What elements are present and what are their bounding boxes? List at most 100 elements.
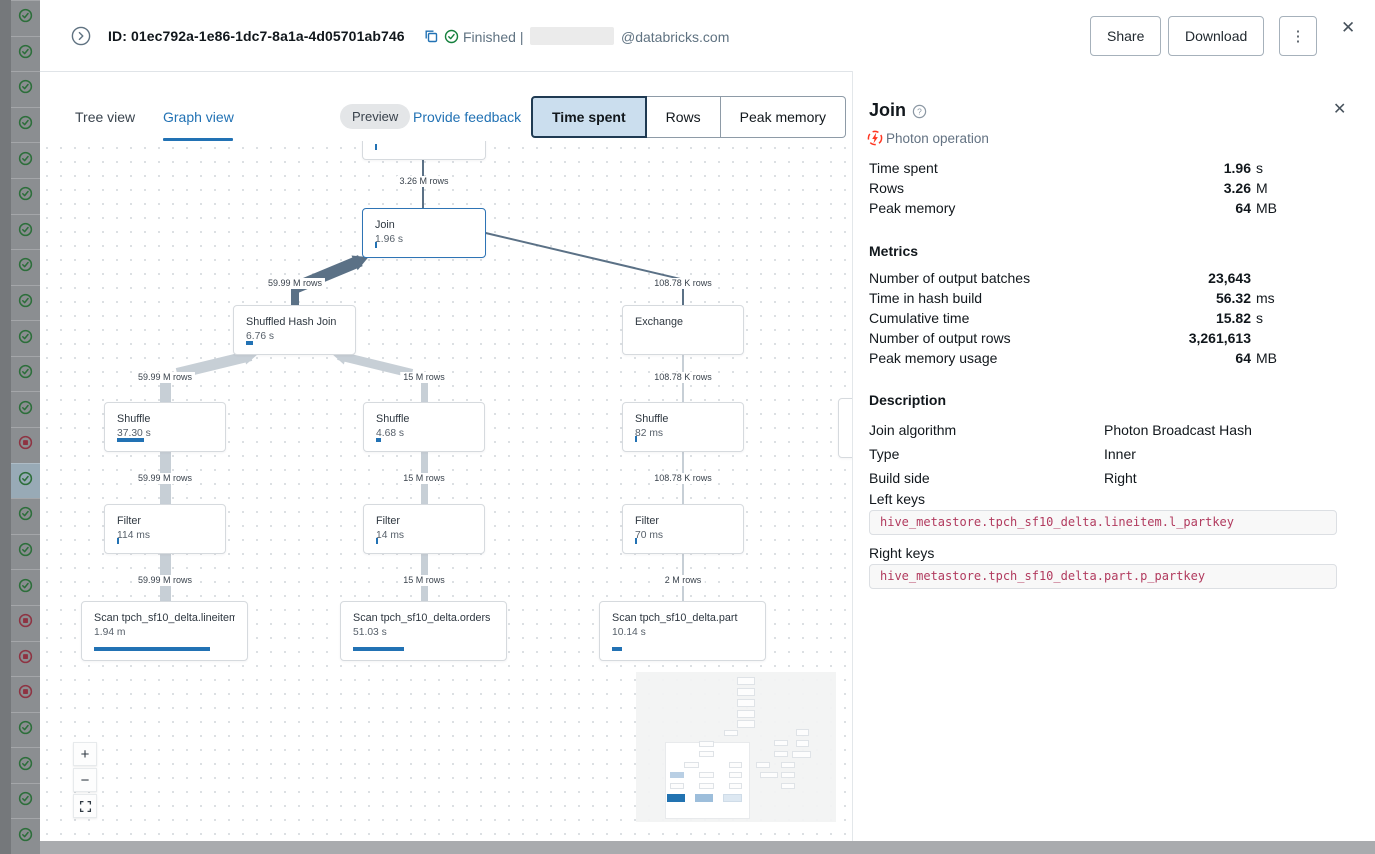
fullscreen-button[interactable] [73, 794, 97, 818]
graph-node-time: 70 ms [635, 530, 664, 541]
description-label: Type [869, 446, 900, 462]
expand-chevron-icon[interactable] [71, 26, 91, 46]
metric-row-label: Time in hash build [869, 290, 983, 306]
copy-icon[interactable] [423, 28, 439, 44]
cancelled-icon [18, 435, 33, 455]
graph-node-title: Scan tpch_sf10_delta.lineitem [94, 612, 235, 624]
minimap-node [796, 729, 809, 736]
success-icon [18, 542, 33, 562]
help-icon[interactable]: ? [912, 104, 927, 119]
metric-toggle-peak-memory[interactable]: Peak memory [720, 96, 847, 138]
metric-toggle-time-spent[interactable]: Time spent [531, 96, 647, 138]
minimap-node [729, 762, 742, 768]
graph-node-exchange[interactable]: Exchange [622, 305, 744, 355]
minimap[interactable] [636, 672, 836, 822]
query-history-row[interactable] [11, 818, 40, 854]
minimap-node [781, 762, 795, 768]
photon-operation: Photon operation [867, 130, 989, 146]
provide-feedback-link[interactable]: Provide feedback [413, 109, 522, 125]
success-icon [18, 827, 33, 847]
description-label: Join algorithm [869, 422, 957, 438]
description-row: Type Inner [869, 442, 1337, 466]
graph-node-partial-right[interactable] [838, 398, 852, 458]
minimap-node [737, 699, 755, 707]
query-history-row[interactable] [11, 71, 40, 107]
graph-node-partial-top[interactable] [362, 141, 486, 160]
query-history-row[interactable] [11, 427, 40, 463]
graph-node-title: Shuffle [117, 413, 151, 425]
metric-toggle-rows[interactable]: Rows [646, 96, 721, 138]
minimap-node [737, 720, 755, 728]
left-keys-code: hive_metastore.tpch_sf10_delta.lineitem.… [869, 510, 1337, 535]
graph-node-filter-3[interactable]: Filter 70 ms [622, 504, 744, 554]
tab-graph-view[interactable]: Graph view [163, 109, 234, 125]
metric-row-label: Cumulative time [869, 310, 970, 326]
query-history-row[interactable] [11, 747, 40, 783]
query-history-row[interactable] [11, 320, 40, 356]
metric-row-value: 3,261,613 [1188, 330, 1251, 346]
success-icon [18, 791, 33, 811]
graph-node-title: Filter [635, 515, 659, 527]
close-panel-icon[interactable]: ✕ [1333, 101, 1347, 118]
share-button[interactable]: Share [1090, 16, 1162, 56]
minimap-node [670, 783, 684, 789]
graph-node-time: 114 ms [117, 530, 151, 541]
edge-row-count-label: 15 M rows [400, 575, 448, 586]
query-history-row[interactable] [11, 640, 40, 677]
query-history-row[interactable] [11, 391, 40, 427]
success-icon [18, 115, 33, 135]
graph-node-time: 14 ms [376, 530, 405, 541]
description-value: Right [1104, 470, 1137, 486]
query-history-row[interactable] [11, 711, 40, 748]
graph-edge [682, 288, 684, 305]
query-history-row[interactable] [11, 177, 40, 214]
edge-row-count-label: 59.99 M rows [264, 278, 326, 289]
status-text: Finished | [463, 29, 524, 45]
more-options-button[interactable]: ⋮ [1279, 16, 1317, 56]
query-history-row[interactable] [11, 284, 40, 321]
minimap-node [781, 772, 795, 778]
graph-node-title: Shuffled Hash Join [246, 316, 337, 328]
right-keys-label: Right keys [869, 545, 935, 561]
close-modal-icon[interactable]: ✕ [1341, 18, 1356, 37]
query-history-row[interactable] [11, 106, 40, 143]
graph-node-title: Shuffle [376, 413, 410, 425]
query-history-row[interactable] [11, 249, 40, 285]
query-history-row[interactable] [11, 35, 40, 72]
query-history-row[interactable] [11, 676, 40, 712]
zoom-in-button[interactable]: + [73, 742, 97, 766]
description-value: Inner [1104, 446, 1136, 462]
metric-row-value: 15.82 [1215, 310, 1251, 326]
download-button[interactable]: Download [1168, 16, 1265, 56]
query-history-row[interactable] [11, 498, 40, 534]
graph-edge [291, 288, 299, 305]
query-history-row[interactable] [11, 355, 40, 392]
stat-row-unit: M [1256, 180, 1268, 196]
tab-tree-view[interactable]: Tree view [75, 109, 136, 125]
query-history-row[interactable] [11, 213, 40, 250]
query-history-row[interactable] [11, 569, 40, 605]
svg-text:?: ? [917, 106, 922, 116]
success-icon [18, 151, 33, 171]
query-history-row[interactable] [11, 0, 40, 36]
query-history-row[interactable] [11, 782, 40, 819]
query-history-row[interactable] [11, 462, 40, 499]
query-history-row[interactable] [11, 142, 40, 178]
query-history-row[interactable] [11, 604, 40, 641]
zoom-out-button[interactable]: − [73, 768, 97, 792]
graph-node-title: Scan tpch_sf10_delta.orders [353, 612, 491, 624]
query-history-row[interactable] [11, 533, 40, 570]
